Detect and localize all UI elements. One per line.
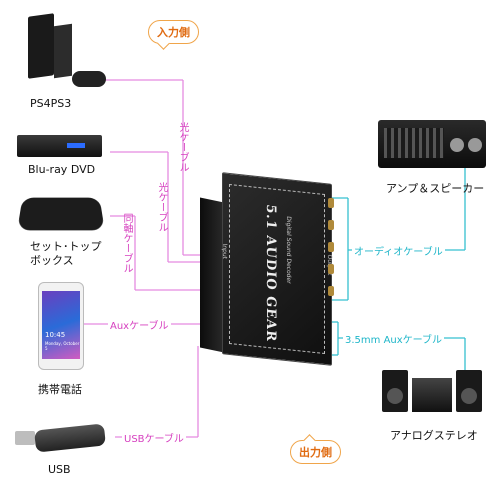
phone-date: Monday, October 5	[45, 341, 80, 351]
output-side-bubble: 出力側	[290, 440, 341, 464]
phone-time: 10:45	[45, 331, 66, 339]
usb-cable-label: USBケーブル	[122, 430, 186, 445]
ps-label: PS4PS3	[30, 97, 72, 110]
phone-label: 携帯電話	[38, 383, 82, 396]
ps4-console-image	[20, 13, 110, 90]
smartphone-image: 10:45 Monday, October 5	[38, 282, 84, 370]
coaxial-cable-label: 同軸ケーブル	[121, 213, 132, 273]
input-side-bubble: 入力側	[148, 20, 199, 44]
bluray-player-image	[17, 135, 102, 157]
amp-label: アンプ＆スピーカー	[386, 182, 485, 195]
box-title: 5.1 AUDIO GEAR	[263, 203, 278, 343]
stereo-system-image	[382, 368, 482, 414]
usb-stick-image	[15, 423, 110, 453]
optical-cable-1-label: 光ケーブル	[177, 122, 188, 172]
output-ports	[328, 194, 334, 344]
audio-cable-label: オーディオケーブル	[352, 243, 445, 258]
amplifier-image	[378, 120, 486, 168]
settop-label: セット･トップ ボックス	[30, 240, 102, 267]
box-input-label: Input	[221, 243, 228, 260]
bluray-label: Blu-ray DVD	[28, 163, 96, 176]
optical-cable-2-label: 光ケーブル	[156, 182, 167, 232]
input-side-label: 入力側	[157, 26, 190, 39]
decoder-box: 5.1 AUDIO GEAR Digital Sound Decoder Inp…	[200, 172, 335, 368]
output-side-label: 出力側	[299, 446, 332, 459]
usb-label: USB	[48, 463, 71, 476]
aux35-cable-label: 3.5mm Auxケーブル	[343, 331, 445, 346]
aux-cable-label: Auxケーブル	[108, 317, 171, 332]
box-subtitle: Digital Sound Decoder	[285, 215, 292, 284]
stereo-label: アナログステレオ	[390, 429, 478, 442]
settop-box-image	[17, 197, 105, 231]
